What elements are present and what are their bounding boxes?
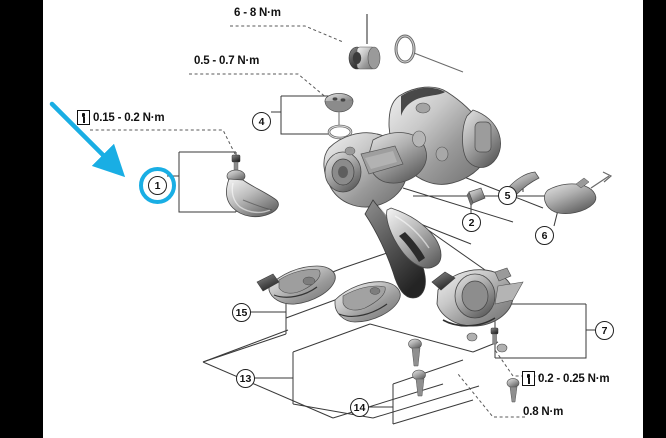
torque-leader-lines <box>90 25 541 418</box>
torque-value: 6 - 8 N·m <box>234 6 281 19</box>
cyan-highlight-ring <box>139 167 176 204</box>
part-clamp-screw <box>490 327 499 345</box>
torque-spec-02-025: 0.2 - 0.25 N·m <box>522 371 610 386</box>
torque-spec-08: 8 0.8 N·m <box>504 404 564 420</box>
diagram-sheet: 5 6 - 8 N·m 25 0.5 - 0.7 N·m 0.15 - 0.2 … <box>43 0 643 438</box>
callout-label: 13 <box>239 372 252 385</box>
part-lever-screw <box>231 154 241 172</box>
callout-label: 5 <box>504 189 511 202</box>
callout-1[interactable]: 1 <box>148 176 167 195</box>
torque-value: 0.8 N·m <box>523 406 564 418</box>
callout-label: 15 <box>235 306 248 319</box>
part-clamp-bolt <box>348 14 381 70</box>
part-clamp-band <box>431 267 524 327</box>
torque-value: 0.15 - 0.2 N·m <box>93 111 165 124</box>
torque-value: 0.2 - 0.25 N·m <box>538 372 610 385</box>
hex-tool-icon: 5 <box>221 7 226 18</box>
torx-tool-icon: 8 <box>509 407 515 416</box>
callout-label: 4 <box>258 115 265 128</box>
screwdriver-tool-icon <box>77 110 90 125</box>
part-bolt-washer <box>394 34 464 73</box>
torque-spec-015-02: 0.15 - 0.2 N·m <box>77 110 165 125</box>
part-brake-lever <box>225 169 279 218</box>
torque-spec-05-07: 25 0.5 - 0.7 N·m <box>175 53 260 69</box>
callout-7[interactable]: 7 <box>595 321 614 340</box>
torque-spec-6-8: 5 6 - 8 N·m <box>216 5 281 20</box>
callout-label: 14 <box>353 401 366 414</box>
screwdriver-tool-icon <box>522 371 535 386</box>
cyan-pointer-arrow <box>49 101 126 178</box>
part-fixing-screws <box>408 332 520 403</box>
callout-15[interactable]: 15 <box>232 303 251 322</box>
part-shift-unit-a <box>256 265 336 305</box>
torque-value: 0.5 - 0.7 N·m <box>194 55 260 67</box>
torx-tool-icon: 25 <box>178 56 188 65</box>
part-shift-unit-b <box>334 281 401 323</box>
part-hood-cover <box>544 171 613 214</box>
diagram-vector-layer <box>49 14 613 425</box>
callout-5[interactable]: 5 <box>498 186 517 205</box>
callout-14[interactable]: 14 <box>350 398 369 417</box>
callout-2[interactable]: 2 <box>462 213 481 232</box>
callout-13[interactable]: 13 <box>236 369 255 388</box>
callout-label: 7 <box>601 324 608 337</box>
callout-6[interactable]: 6 <box>535 226 554 245</box>
callout-label: 2 <box>468 216 475 229</box>
part-main-body <box>323 86 501 299</box>
part-cover-small <box>466 187 486 207</box>
callout-4[interactable]: 4 <box>252 112 271 131</box>
callout-label: 6 <box>541 229 548 242</box>
callout-label: 1 <box>154 179 161 192</box>
part-cap <box>324 93 354 126</box>
